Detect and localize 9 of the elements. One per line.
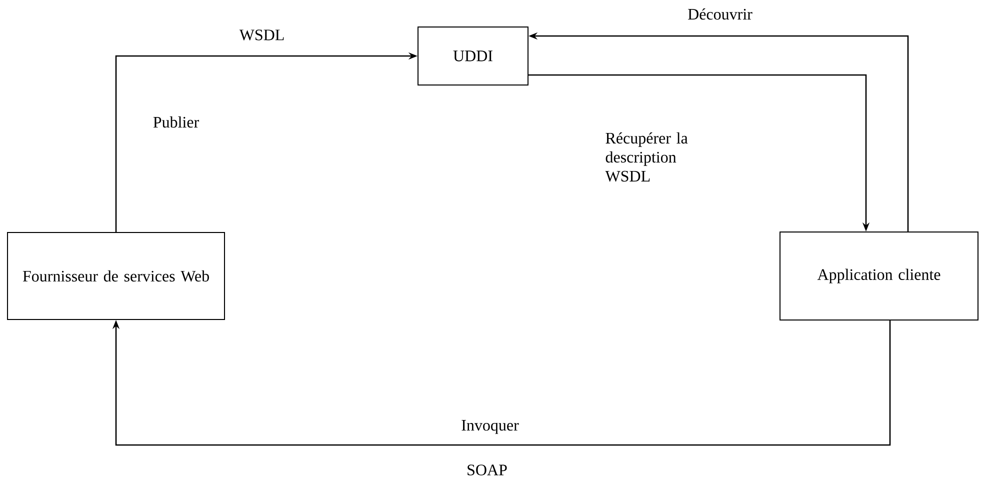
edge-label: Découvrir xyxy=(688,8,752,20)
process-box: Fournisseur de services Web xyxy=(7,232,225,320)
edge-label: Publier xyxy=(153,116,199,128)
edge-label: Invoquer xyxy=(462,420,519,434)
edge-label: Récupérer la description WSDL xyxy=(605,132,688,182)
process-box: UDDI xyxy=(418,26,528,86)
protocol-label: WSDL xyxy=(239,30,284,40)
process-box: Application cliente xyxy=(780,232,978,320)
protocol-label: SOAP xyxy=(468,464,507,476)
